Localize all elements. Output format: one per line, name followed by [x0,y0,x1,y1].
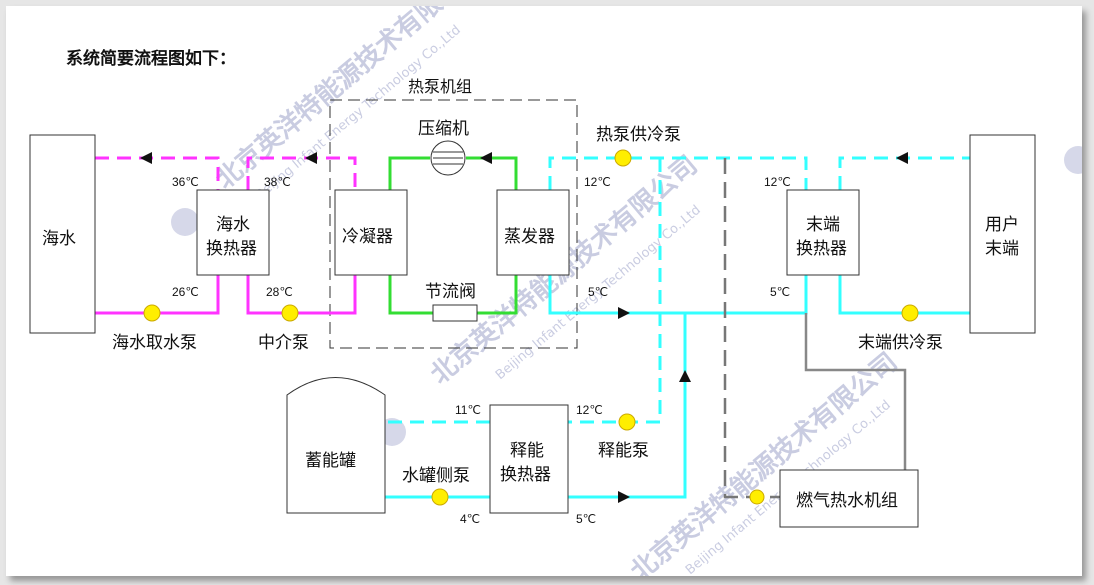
seawater-loop [95,156,357,315]
flow-arrow [140,152,152,164]
heat-pump-unit-enclosure [329,99,578,349]
end-supply-pump-label: 末端供冷泵 [858,333,943,353]
watermark-text: 北京英洋特能源技术有限公司 [625,346,904,576]
seawater-intake-pump-icon [143,304,161,322]
heat-pump-unit-label: 热泵机组 [408,77,472,96]
page-title: 系统简要流程图如下： [66,48,236,69]
user-end-box [969,134,1036,334]
temperature-labels: 36℃ 38℃ 26℃ 28℃ 12℃ 5℃ 12℃ 5℃ 11℃ 12℃ 4℃… [172,175,791,526]
gas-boiler-box [779,469,919,528]
watermark-logo [1064,146,1082,174]
block-labels: 海水 海水 换热器 冷凝器 蒸发器 压缩机 节流阀 末端 换热器 用户 末端 蓄… [42,119,1019,511]
compressor-icon [433,151,463,165]
pumps [143,149,919,506]
temp-label: 12℃ [584,175,611,189]
end-hx-label: 换热器 [796,239,847,259]
release-heat-exchanger-box [489,404,569,514]
intermediate-cold-pipe [246,275,357,315]
temp-label: 11℃ [455,403,481,417]
tank-side-pump-label: 水罐侧泵 [402,466,470,486]
flow-arrow [305,152,317,164]
temp-label: 4℃ [460,512,480,526]
hp-supply-pump-icon [614,149,632,167]
seawater-box [29,134,96,334]
flow-diagram: 北京英洋特能源技术有限公司 Beijing Infant Energy Tech… [29,6,1082,576]
boiler-pump-icon [749,489,765,505]
watermark-logo [171,208,199,236]
user-end-label: 用户 [985,215,1019,235]
intermediate-pump-icon [281,304,299,322]
chilled-return-pipe [548,156,808,190]
compressor-label: 压缩机 [418,119,469,139]
throttle-valve [432,304,478,322]
user-supply-pipe [838,275,970,315]
condenser-label: 冷凝器 [342,227,393,247]
seawater-intake-pipe [95,275,220,315]
flow-arrow [896,152,908,164]
temp-label: 5℃ [576,512,596,526]
temp-label: 5℃ [770,285,790,299]
sea-hx-label: 换热器 [206,239,257,259]
flow-arrow [618,307,630,319]
seawater-label: 海水 [42,229,76,249]
storage-tank-box [286,377,386,514]
boiler-supply-pipe [804,313,907,470]
flow-arrow [679,370,691,382]
evaporator-box [496,189,570,276]
throttle-label: 节流阀 [425,282,476,302]
evaporator-label: 蒸发器 [504,227,555,247]
compressor [430,140,466,176]
temp-label: 12℃ [576,403,603,417]
sea-heat-exchanger-box [196,189,270,276]
end-heat-exchanger-box [786,189,860,276]
temp-label: 5℃ [588,285,608,299]
sea-hx-label: 海水 [216,215,250,235]
refrigerant-pipe [388,156,430,190]
refrigerant-pipe [477,275,518,315]
tank-side-pump-icon [431,488,449,506]
gas-boiler-label: 燃气热水机组 [796,491,898,511]
chilled-supply-pipe [548,275,808,315]
temp-label: 36℃ [172,175,199,189]
diagram-frame: 北京英洋特能源技术有限公司 Beijing Infant Energy Tech… [6,6,1082,576]
temp-label: 38℃ [264,175,291,189]
temp-label: 26℃ [172,285,199,299]
end-hx-label: 末端 [806,215,840,235]
release-pump-icon [618,413,636,431]
end-supply-pump-icon [901,304,919,322]
release-return-pipe [568,158,662,424]
temp-label: 28℃ [266,285,293,299]
hp-supply-pump-label: 热泵供冷泵 [596,125,681,145]
components [29,134,1036,528]
user-return-pipe [838,156,970,190]
release-hx-label: 换热器 [500,465,551,485]
release-pump-label: 释能泵 [598,441,649,461]
seawater-intake-pump-label: 海水取水泵 [112,333,197,353]
flow-arrow [618,491,630,503]
temp-label: 12℃ [764,175,791,189]
intermediate-pump-label: 中介泵 [258,333,309,353]
seawater-return-pipe [95,156,220,190]
storage-tank-label: 蓄能罐 [305,451,356,471]
condenser-box [334,189,408,276]
refrigerant-pipe [388,275,433,315]
intermediate-hot-pipe [246,156,357,190]
flow-arrow [480,152,492,164]
user-end-label: 末端 [985,239,1019,259]
release-hx-label: 释能 [510,441,544,461]
pump-labels: 海水取水泵 中介泵 热泵供冷泵 末端供冷泵 释能泵 水罐侧泵 [112,125,943,486]
